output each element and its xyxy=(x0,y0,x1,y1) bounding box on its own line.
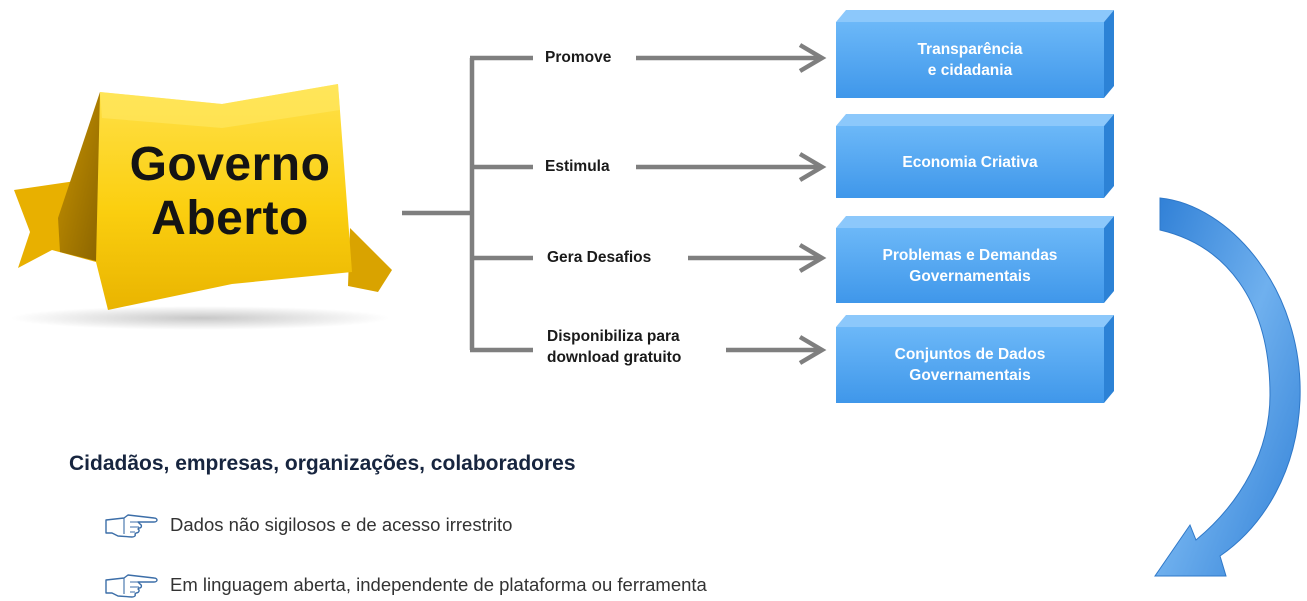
pointing-hand-icon xyxy=(105,574,158,598)
box-text-economia-criativa-line-1: Economia Criativa xyxy=(902,153,1038,171)
branch-label-estimula: Estimula xyxy=(541,157,616,177)
box-text-economia-criativa: Economia Criativa xyxy=(840,126,1100,198)
banner-shadow xyxy=(10,306,390,330)
connector-bracket xyxy=(402,55,533,353)
target-box-2 xyxy=(836,114,1114,198)
target-box-1 xyxy=(836,10,1114,98)
banner-left-fold xyxy=(58,92,100,262)
branch-label-promove: Promove xyxy=(541,48,618,68)
box-text-conjuntos: Conjuntos de Dados Governamentais xyxy=(840,327,1100,403)
target-box-3 xyxy=(836,216,1114,303)
target-box-4 xyxy=(836,315,1114,403)
connector-arrows xyxy=(636,43,827,365)
audience-bullet-1-text: Dados não sigilosos e de acesso irrestri… xyxy=(170,514,513,535)
box-text-problemas: Problemas e Demandas Governamentais xyxy=(840,228,1100,303)
branch-label-disponibiliza: Disponibiliza para download gratuito xyxy=(543,326,688,368)
branch-label-disponibiliza-line-2: download gratuito xyxy=(547,349,682,366)
audience-bullet-2-text: Em linguagem aberta, independente de pla… xyxy=(170,574,707,595)
branch-label-gera-desafios: Gera Desafios xyxy=(543,248,658,268)
branch-label-disponibiliza-line-1: Disponibiliza para xyxy=(547,328,680,345)
box-text-transparencia: Transparência e cidadania xyxy=(840,22,1100,98)
box-text-conjuntos-line-1: Conjuntos de Dados xyxy=(894,346,1046,363)
curved-arrow-icon xyxy=(1154,197,1301,577)
banner-highlight xyxy=(100,84,340,128)
box-text-transparencia-line-2: e cidadania xyxy=(927,62,1013,79)
banner-title-line-1: Governo xyxy=(129,138,331,191)
pointing-hand-icon xyxy=(105,514,158,538)
box-text-problemas-line-2: Governamentais xyxy=(909,267,1031,285)
banner-title: Governo Aberto xyxy=(96,138,364,246)
audience-bullet-2: Em linguagem aberta, independente de pla… xyxy=(104,572,707,598)
banner-title-line-2: Aberto xyxy=(151,192,309,245)
banner-front xyxy=(96,84,352,310)
banner-right-tail xyxy=(348,228,392,292)
box-text-conjuntos-line-2: Governamentais xyxy=(909,367,1031,384)
box-text-transparencia-line-1: Transparência xyxy=(917,41,1023,58)
audience-heading: Cidadãos, empresas, organizações, colabo… xyxy=(69,452,576,475)
audience-bullet-1: Dados não sigilosos e de acesso irrestri… xyxy=(104,512,512,538)
box-text-problemas-line-1: Problemas e Demandas xyxy=(882,246,1058,264)
